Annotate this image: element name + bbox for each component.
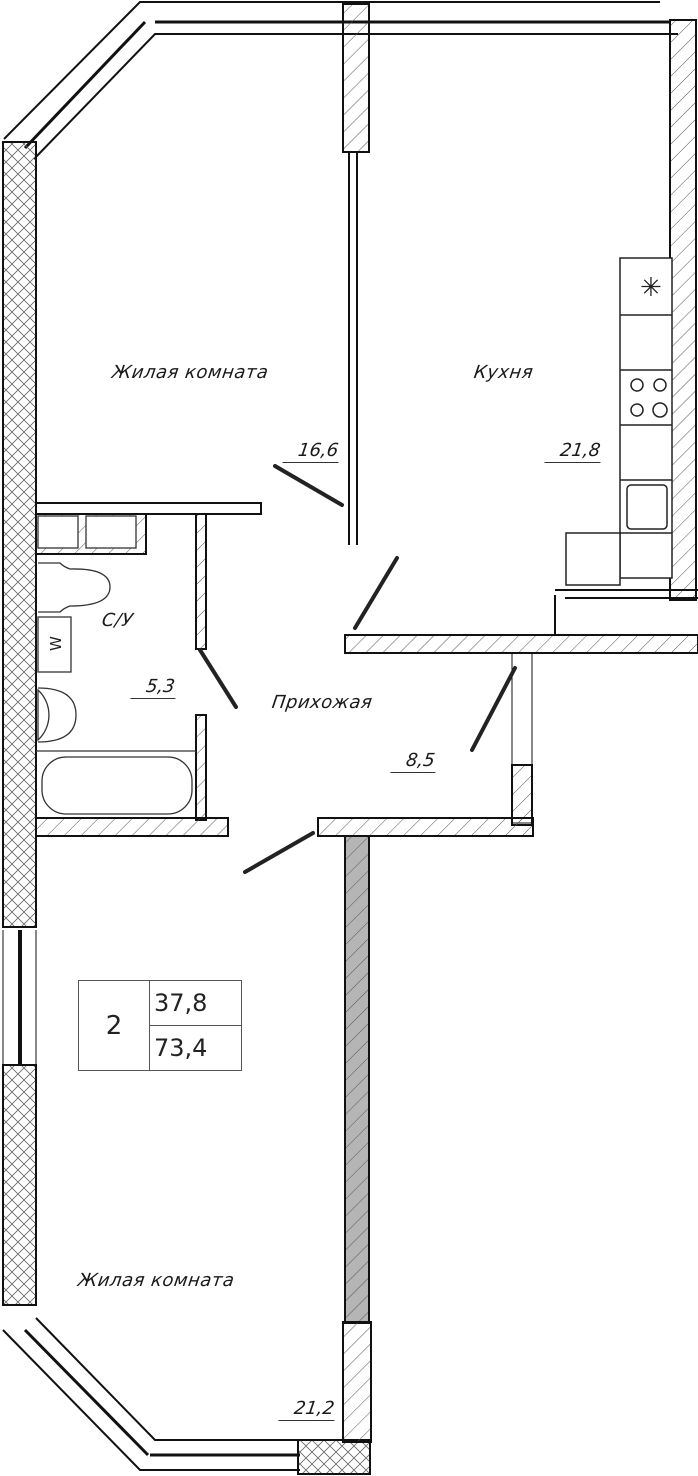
kitchen-area: 21,8 <box>544 440 604 463</box>
doors <box>198 464 517 874</box>
washer-icon: W <box>47 636 65 651</box>
living-area: 37,8 <box>150 981 241 1026</box>
interior-walls <box>35 3 698 1443</box>
living-room-1-label: Жилая комната <box>110 362 270 383</box>
living-room-2-label: Жилая комната <box>76 1270 236 1291</box>
room-count: 2 <box>79 981 150 1070</box>
kitchen-label: Кухня <box>472 362 535 383</box>
living-room-1-area: 16,6 <box>282 440 342 463</box>
kitchen-fixtures <box>565 257 673 586</box>
total-area: 73,4 <box>154 1034 208 1062</box>
hallway-label: Прихожая <box>270 692 374 713</box>
bathroom-label: С/У <box>100 610 135 631</box>
living-room-2-area: 21,2 <box>278 1398 338 1421</box>
hallway-area: 8,5 <box>390 750 439 773</box>
fridge-icon: ✳ <box>640 273 662 303</box>
bathroom-area: 5,3 <box>130 676 179 699</box>
bathroom-fixtures <box>36 515 196 815</box>
apartment-summary-box: 2 37,8 73,4 <box>78 980 242 1071</box>
